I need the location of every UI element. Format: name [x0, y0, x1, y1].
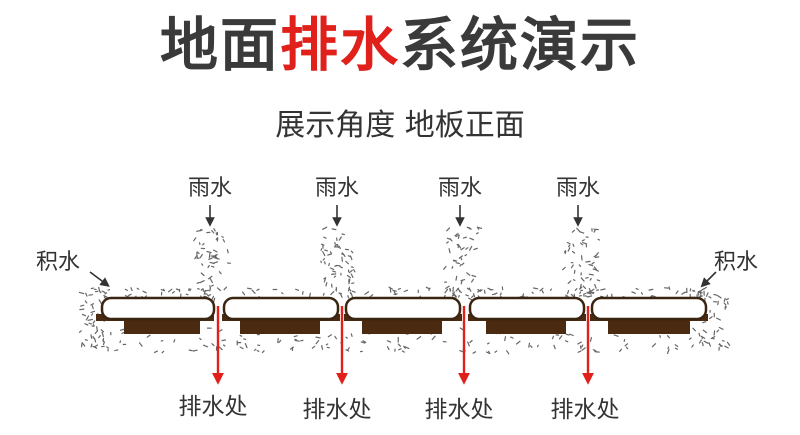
page-title: 地面排水系统演示	[0, 10, 800, 80]
drain-label: 排水处	[550, 397, 620, 423]
drain-arrows	[212, 306, 594, 385]
floor-board	[96, 296, 216, 334]
ponding-left-label: 积水	[36, 250, 81, 275]
rain-arrows	[205, 205, 583, 227]
rain-label: 雨水	[555, 176, 600, 201]
water-speckles	[78, 226, 731, 355]
floor-board	[590, 296, 708, 334]
title-part-1: 地面	[159, 11, 280, 79]
floor-board	[468, 296, 586, 334]
page-subtitle: 展示角度 地板正面	[275, 108, 525, 143]
rain-label: 雨水	[437, 176, 482, 201]
ponding-left-arrow	[89, 271, 110, 287]
rain-label: 雨水	[314, 176, 359, 201]
title-part-2: 系统演示	[400, 11, 641, 79]
title-highlight: 排水	[279, 11, 400, 79]
ponding-right-arrow	[700, 271, 717, 288]
drain-label: 排水处	[302, 397, 372, 423]
drain-label: 排水处	[178, 394, 248, 420]
floor-board	[222, 296, 340, 334]
floor-board	[344, 296, 462, 334]
floor-boards	[96, 296, 708, 334]
drain-label: 排水处	[424, 397, 494, 423]
ponding-right-label: 积水	[714, 250, 759, 275]
rain-label: 雨水	[187, 176, 232, 201]
